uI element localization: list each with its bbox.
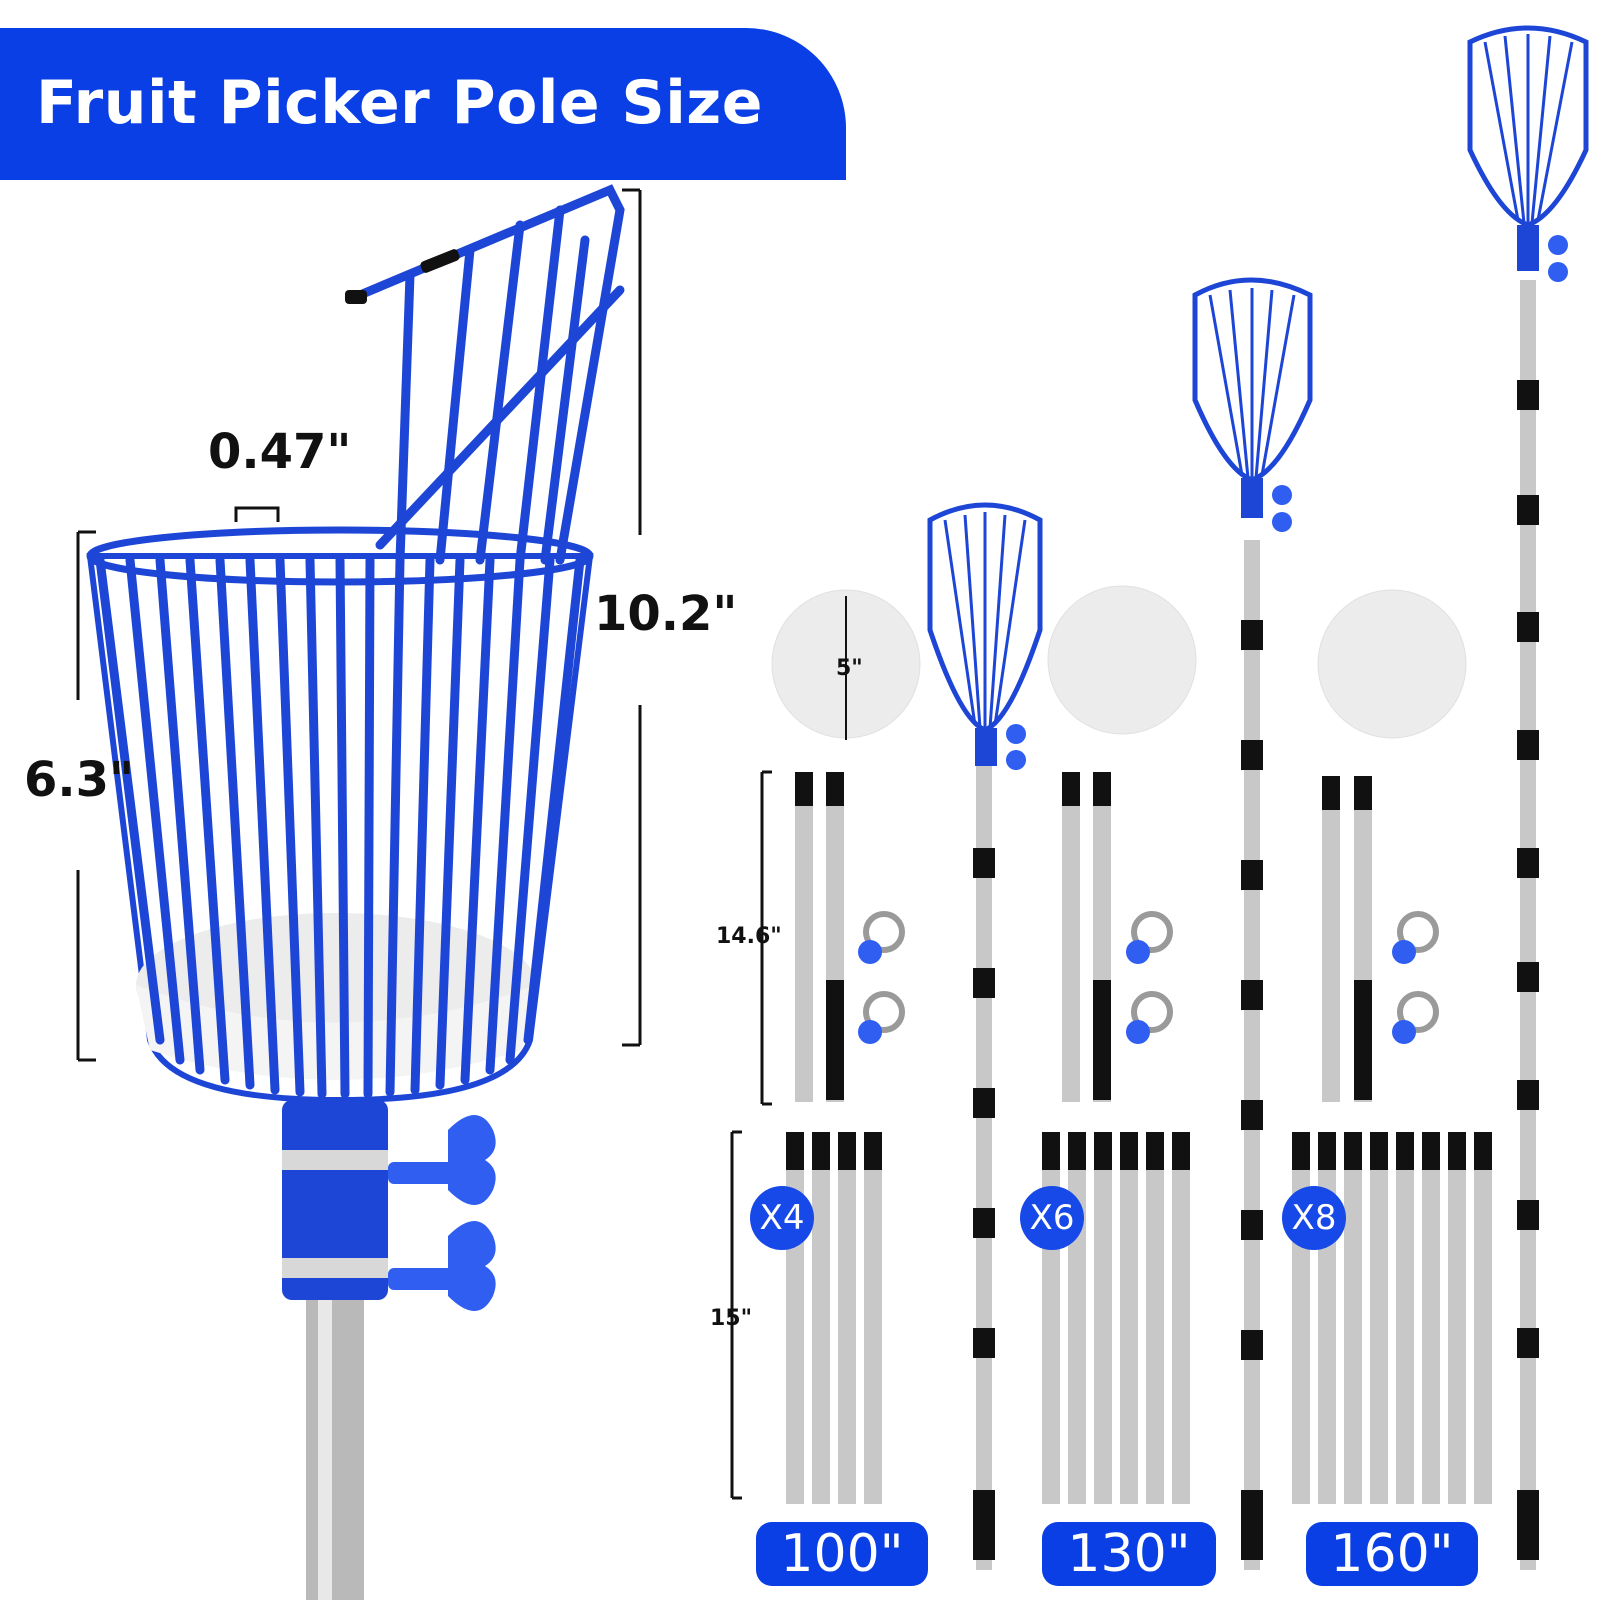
quantity-badge-130: X6 — [1020, 1186, 1084, 1250]
extension-pole-cap — [1474, 1132, 1492, 1170]
extension-pole-cap — [1448, 1132, 1466, 1170]
extension-pole — [1474, 1132, 1492, 1504]
quantity-badge-100: X4 — [750, 1186, 814, 1250]
extension-pole-cap — [1146, 1132, 1164, 1170]
assembled-poles — [927, 25, 1589, 1570]
short-pole-length-label: 14.6" — [716, 924, 782, 949]
extension-pole-cap — [1422, 1132, 1440, 1170]
extension-pole — [1396, 1132, 1414, 1504]
extension-pole — [812, 1132, 830, 1504]
extension-pole — [1422, 1132, 1440, 1504]
length-label-130: 130" — [1042, 1522, 1216, 1586]
pad-diameter-label: 5" — [836, 656, 863, 681]
total-height-label: 10.2" — [594, 586, 738, 642]
extension-pole-cap — [1344, 1132, 1362, 1170]
extension-pole — [864, 1132, 882, 1504]
extension-pole — [838, 1132, 856, 1504]
extension-pole-cap — [1396, 1132, 1414, 1170]
extension-pole-length-label: 15" — [710, 1306, 753, 1331]
extension-pole-cap — [786, 1132, 804, 1170]
extension-pole-cap — [1042, 1132, 1060, 1170]
title-banner: Fruit Picker Pole Size — [0, 28, 846, 180]
extension-pole — [1146, 1132, 1164, 1504]
extension-pole-cap — [1292, 1132, 1310, 1170]
extension-pole-cap — [1370, 1132, 1388, 1170]
extension-pole-cap — [1094, 1132, 1112, 1170]
extension-pole — [1370, 1132, 1388, 1504]
extension-pole-cap — [1318, 1132, 1336, 1170]
extension-pole-cap — [1172, 1132, 1190, 1170]
extension-pole — [1448, 1132, 1466, 1504]
extension-pole-cap — [1068, 1132, 1086, 1170]
extension-pole-cap — [812, 1132, 830, 1170]
extension-pole-cap — [864, 1132, 882, 1170]
length-label-100: 100" — [756, 1522, 928, 1586]
quantity-badge-160: X8 — [1282, 1186, 1346, 1250]
extension-pole — [1120, 1132, 1138, 1504]
extension-pole — [1172, 1132, 1190, 1504]
length-label-160: 160" — [1306, 1522, 1478, 1586]
page-title: Fruit Picker Pole Size — [36, 68, 763, 138]
extension-pole-cap — [1120, 1132, 1138, 1170]
extension-pole-cap — [838, 1132, 856, 1170]
gap-dimension-label: 0.47" — [208, 424, 352, 480]
extension-pole — [1344, 1132, 1362, 1504]
basket-height-label: 6.3" — [24, 752, 135, 808]
extension-pole — [1068, 1132, 1086, 1504]
extension-pole — [1094, 1132, 1112, 1504]
